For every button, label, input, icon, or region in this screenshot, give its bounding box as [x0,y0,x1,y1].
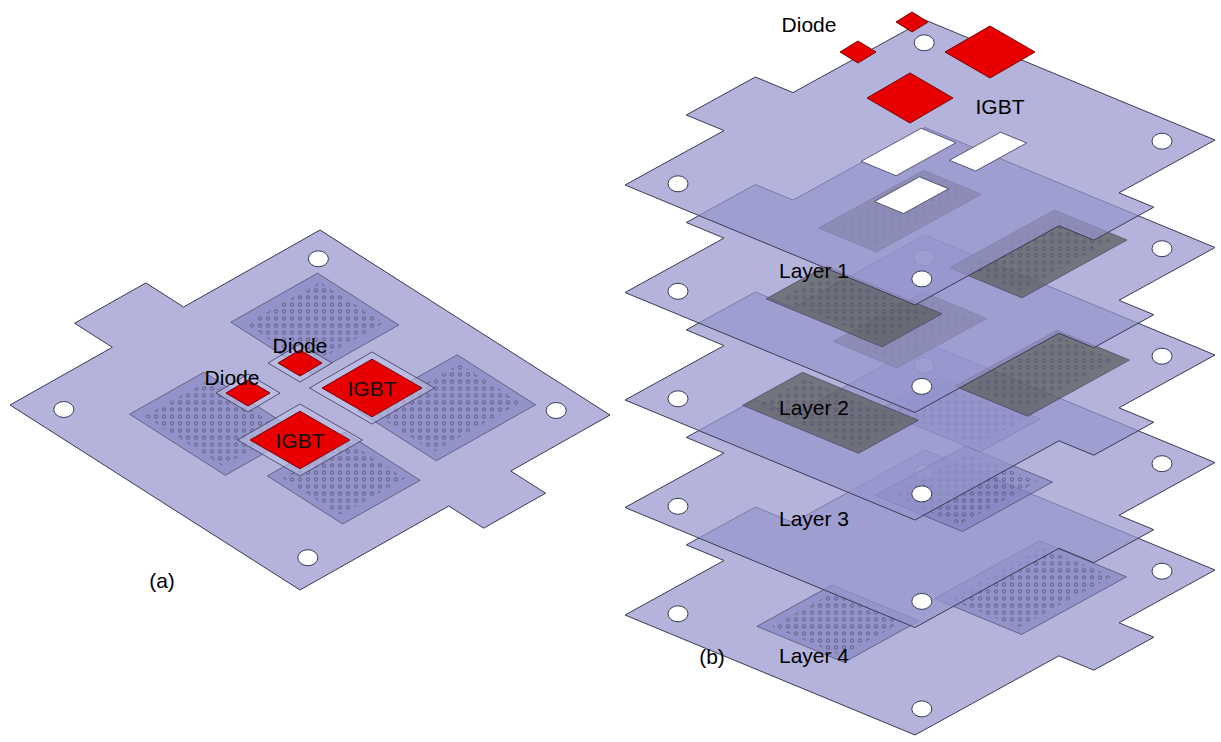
diode-label: Diode [782,14,837,35]
substrate-layer [625,20,1215,305]
panel-label: (a) [149,570,175,591]
chip [867,73,953,123]
substrate-layer [10,230,610,590]
chip-label: IGBT [347,378,396,399]
chip-label: IGBT [275,430,324,451]
chip [945,26,1035,78]
layer-label: Layer 2 [779,397,849,418]
chip [896,12,928,32]
igbt-chip: IGBT [248,410,352,470]
chip [840,41,876,63]
igbt-label: IGBT [975,96,1024,117]
layer-label: Layer 1 [779,260,849,281]
layer-label: Layer 3 [779,508,849,529]
diode-label: Diode [273,335,328,356]
diode-label: Diode [205,367,260,388]
panel-label: (b) [699,646,725,667]
igbt-chip: IGBT [320,358,424,418]
layer-label: Layer 4 [779,645,849,666]
